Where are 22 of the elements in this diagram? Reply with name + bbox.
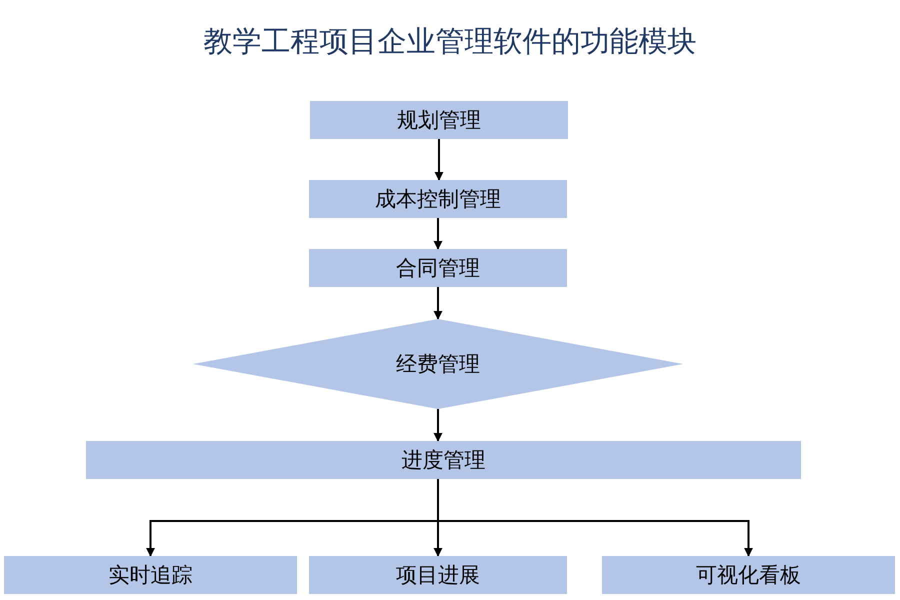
- box-label: 实时追踪: [108, 562, 192, 589]
- box-label: 成本控制管理: [375, 186, 501, 213]
- process-box: [309, 249, 567, 287]
- box-label: 项目进展: [396, 562, 480, 589]
- process-box: [309, 556, 567, 594]
- process-box: [310, 101, 568, 139]
- process-box: [4, 556, 297, 594]
- process-box: [602, 556, 895, 594]
- arrow: [434, 139, 444, 181]
- title: 教学工程项目企业管理软件的功能模块: [202, 25, 698, 60]
- decision-diamond: [193, 319, 683, 409]
- arrow: [434, 287, 442, 320]
- box-label: 合同管理: [396, 255, 480, 282]
- box-label: 规划管理: [397, 107, 481, 134]
- process-box: [86, 441, 801, 479]
- arrow: [437, 479, 753, 557]
- arrow: [434, 218, 442, 250]
- process-box: [309, 180, 567, 218]
- box-label: 可视化看板: [696, 562, 801, 589]
- arrow: [434, 409, 442, 442]
- box-label: 经费管理: [396, 351, 480, 378]
- box-label: 进度管理: [402, 447, 486, 474]
